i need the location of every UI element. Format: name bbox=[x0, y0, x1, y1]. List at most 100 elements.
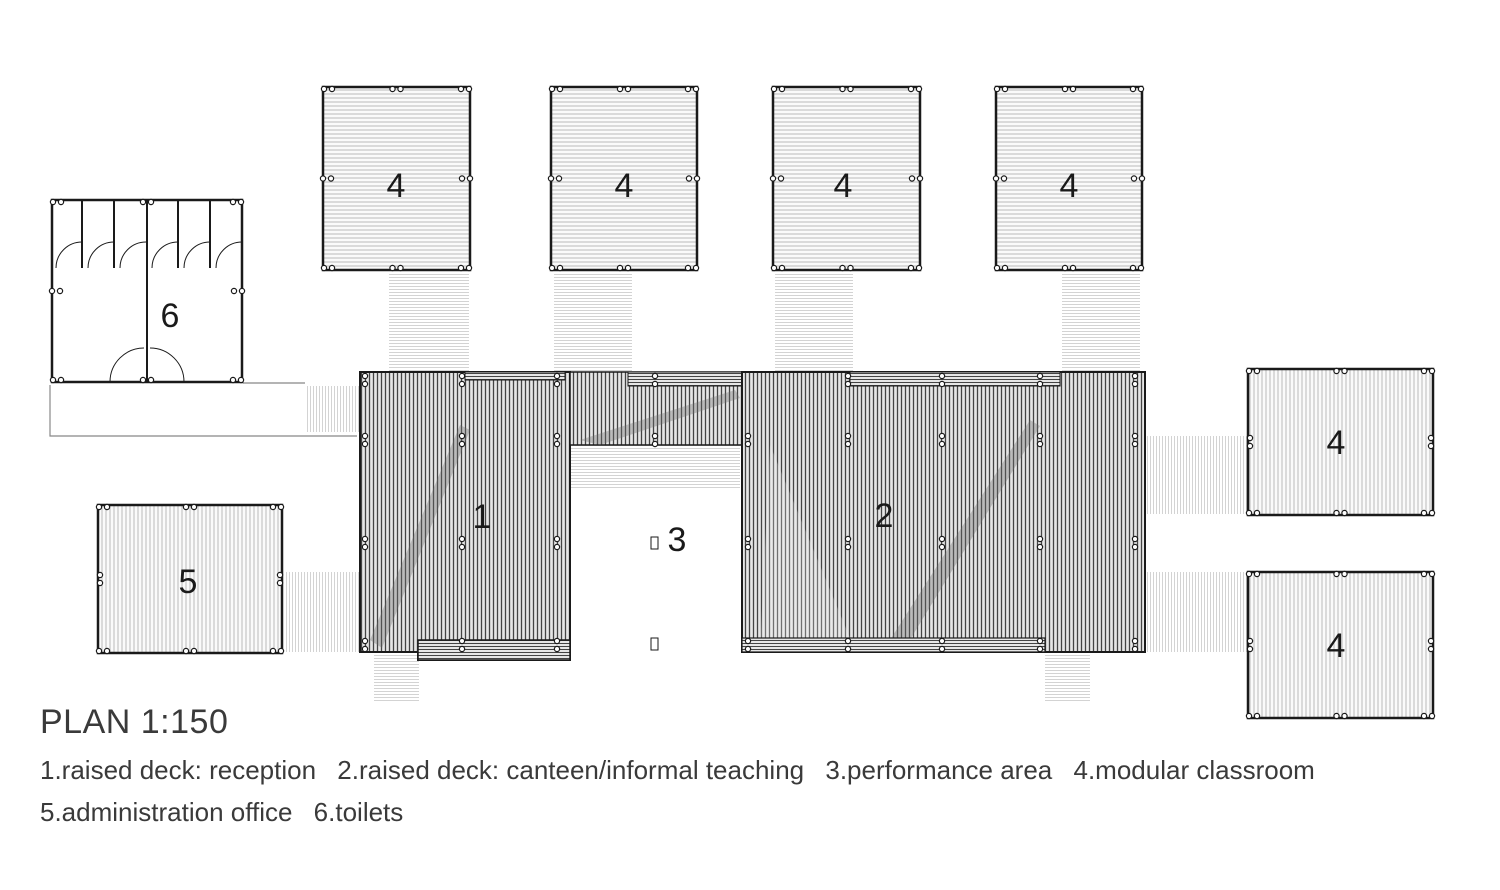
post-marker bbox=[1333, 367, 1348, 375]
zone-label-3: 3 bbox=[668, 521, 687, 559]
post-marker bbox=[229, 198, 245, 206]
post-marker bbox=[938, 372, 946, 388]
post-marker bbox=[553, 432, 561, 448]
post-marker bbox=[229, 376, 245, 384]
post-marker bbox=[361, 432, 369, 448]
post-marker bbox=[389, 85, 404, 93]
post-marker bbox=[547, 175, 563, 182]
zone-label-4-top-1: 4 bbox=[387, 167, 406, 205]
post-marker bbox=[320, 264, 336, 272]
administration-office bbox=[96, 503, 284, 655]
post-marker bbox=[269, 647, 285, 655]
zone-label-4-top-4: 4 bbox=[1060, 167, 1079, 205]
zone-label-4-right-2: 4 bbox=[1327, 627, 1346, 665]
post-marker bbox=[651, 432, 659, 448]
post-marker bbox=[1036, 637, 1044, 653]
post-marker bbox=[1420, 712, 1436, 720]
post-marker bbox=[651, 372, 659, 388]
post-marker bbox=[1246, 637, 1254, 653]
walkways bbox=[49, 273, 1250, 703]
classroom-right-1 bbox=[1246, 367, 1435, 517]
post-marker bbox=[548, 264, 564, 272]
raised-deck-reception bbox=[359, 371, 571, 661]
legend-item-5: 5.administration office bbox=[40, 797, 293, 827]
plan-title: PLAN 1:150 bbox=[40, 703, 229, 741]
post-marker bbox=[1333, 509, 1348, 517]
post-marker bbox=[1245, 367, 1261, 375]
post-marker bbox=[1420, 570, 1436, 578]
classroom-top-2 bbox=[549, 85, 699, 272]
post-marker bbox=[1061, 264, 1077, 272]
post-marker bbox=[1420, 509, 1436, 517]
toilets bbox=[50, 198, 244, 384]
post-marker bbox=[769, 175, 785, 182]
post-marker bbox=[1036, 535, 1044, 551]
legend-item-4: 4.modular classroom bbox=[1073, 755, 1315, 785]
post-marker bbox=[1131, 372, 1139, 388]
post-marker bbox=[993, 85, 1009, 93]
post-marker bbox=[1420, 367, 1436, 375]
performance-area-posts bbox=[650, 536, 659, 651]
legend-line-1: 1.raised deck: reception 2.raised deck: … bbox=[40, 755, 1329, 786]
post-marker bbox=[844, 535, 852, 551]
post-marker bbox=[1129, 264, 1145, 272]
post-marker bbox=[458, 637, 466, 653]
post-marker bbox=[1036, 432, 1044, 448]
post-marker bbox=[744, 432, 752, 448]
post-marker bbox=[269, 503, 285, 511]
legend-item-1: 1.raised deck: reception bbox=[40, 755, 317, 785]
post-marker bbox=[770, 85, 786, 93]
post-marker bbox=[1129, 85, 1145, 93]
post-marker bbox=[1061, 85, 1077, 93]
post-marker bbox=[139, 376, 155, 384]
raised-deck-canteen bbox=[741, 371, 1146, 653]
post-marker bbox=[616, 85, 632, 93]
post-marker bbox=[553, 637, 561, 653]
post-marker bbox=[684, 264, 700, 272]
post-marker bbox=[1131, 637, 1139, 653]
zone-label-5: 5 bbox=[179, 563, 198, 601]
post-marker bbox=[938, 432, 946, 448]
post-marker bbox=[992, 175, 1008, 182]
zone-label-4-top-3: 4 bbox=[834, 167, 853, 205]
post-marker bbox=[458, 535, 466, 551]
post-marker bbox=[1036, 372, 1044, 388]
post-marker bbox=[182, 503, 198, 511]
post-marker bbox=[844, 637, 852, 653]
legend-item-6: 6.toilets bbox=[313, 797, 404, 827]
post-marker bbox=[844, 372, 852, 388]
post-marker bbox=[48, 287, 64, 295]
legend-line-2: 5.administration office 6.toilets bbox=[40, 797, 417, 828]
zone-label-4-top-2: 4 bbox=[615, 167, 634, 205]
post-marker bbox=[1245, 570, 1261, 578]
post-marker bbox=[320, 85, 336, 93]
post-marker bbox=[908, 175, 924, 182]
zone-label-1: 1 bbox=[473, 498, 492, 536]
legend-item-3: 3.performance area bbox=[825, 755, 1053, 785]
connecting-deck bbox=[569, 371, 779, 446]
zone-label-4-right-1: 4 bbox=[1327, 424, 1346, 462]
post-marker bbox=[744, 535, 752, 551]
post-marker bbox=[276, 571, 284, 587]
post-marker bbox=[95, 647, 111, 655]
post-marker bbox=[458, 432, 466, 448]
post-marker bbox=[685, 175, 701, 182]
classroom-top-1 bbox=[321, 85, 472, 272]
post-marker bbox=[1245, 509, 1261, 517]
post-marker bbox=[389, 264, 404, 272]
classroom-top-3 bbox=[771, 85, 922, 272]
post-marker bbox=[616, 264, 632, 272]
classroom-top-4 bbox=[994, 85, 1144, 272]
post-marker bbox=[1131, 535, 1139, 551]
post-marker bbox=[839, 264, 854, 272]
post-marker bbox=[230, 287, 246, 295]
post-marker bbox=[907, 264, 923, 272]
post-marker bbox=[49, 198, 65, 206]
post-marker bbox=[458, 175, 474, 182]
post-marker bbox=[361, 637, 369, 653]
post-marker bbox=[548, 85, 564, 93]
classroom-right-2 bbox=[1246, 570, 1435, 720]
post-marker bbox=[744, 637, 752, 653]
post-marker bbox=[907, 85, 923, 93]
